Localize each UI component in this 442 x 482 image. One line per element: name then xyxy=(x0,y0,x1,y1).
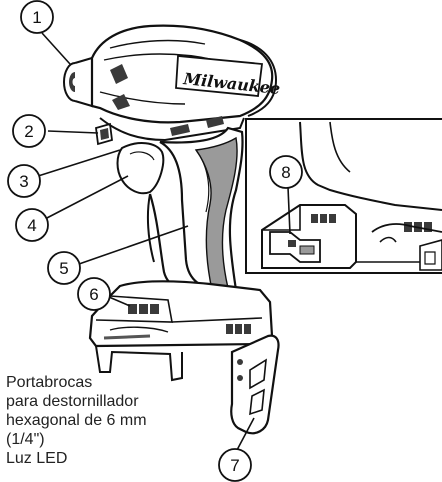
inset-detail xyxy=(245,118,442,274)
legend-line: Luz LED xyxy=(6,450,68,467)
legend-line: hexagonal de 6 mm xyxy=(6,412,147,429)
legend-line: (1/4") xyxy=(6,431,45,448)
callout-1: 1 xyxy=(20,0,54,34)
tool-body: Milwaukee xyxy=(63,24,281,435)
callout-4: 4 xyxy=(15,208,49,242)
trigger xyxy=(116,142,165,195)
svg-text:2: 2 xyxy=(24,122,33,141)
legend-line: Portabrocas xyxy=(6,374,93,391)
callout-6: 6 xyxy=(77,277,111,311)
callout-2: 2 xyxy=(12,114,46,148)
svg-text:5: 5 xyxy=(59,259,68,278)
svg-text:4: 4 xyxy=(27,216,36,235)
battery-pack xyxy=(88,280,274,382)
callout-8: 8 xyxy=(269,155,303,189)
svg-text:3: 3 xyxy=(19,172,28,191)
legend-text: Portabrocas para destornillador hexagona… xyxy=(6,373,221,468)
fuel-gauge xyxy=(128,304,251,334)
svg-text:1: 1 xyxy=(32,8,41,27)
svg-text:7: 7 xyxy=(230,456,239,475)
callout-3: 3 xyxy=(7,164,41,198)
svg-text:6: 6 xyxy=(89,285,98,304)
svg-text:8: 8 xyxy=(281,163,290,182)
legend-line: para destornillador xyxy=(6,393,139,410)
handle xyxy=(146,126,244,298)
hex-chuck xyxy=(63,56,93,108)
inset-belt-clip xyxy=(269,231,321,263)
callout-7: 7 xyxy=(218,448,252,482)
callout-5: 5 xyxy=(47,251,81,285)
callouts: 1 2 3 4 5 6 7 8 xyxy=(7,0,303,482)
belt-clip xyxy=(230,334,280,435)
